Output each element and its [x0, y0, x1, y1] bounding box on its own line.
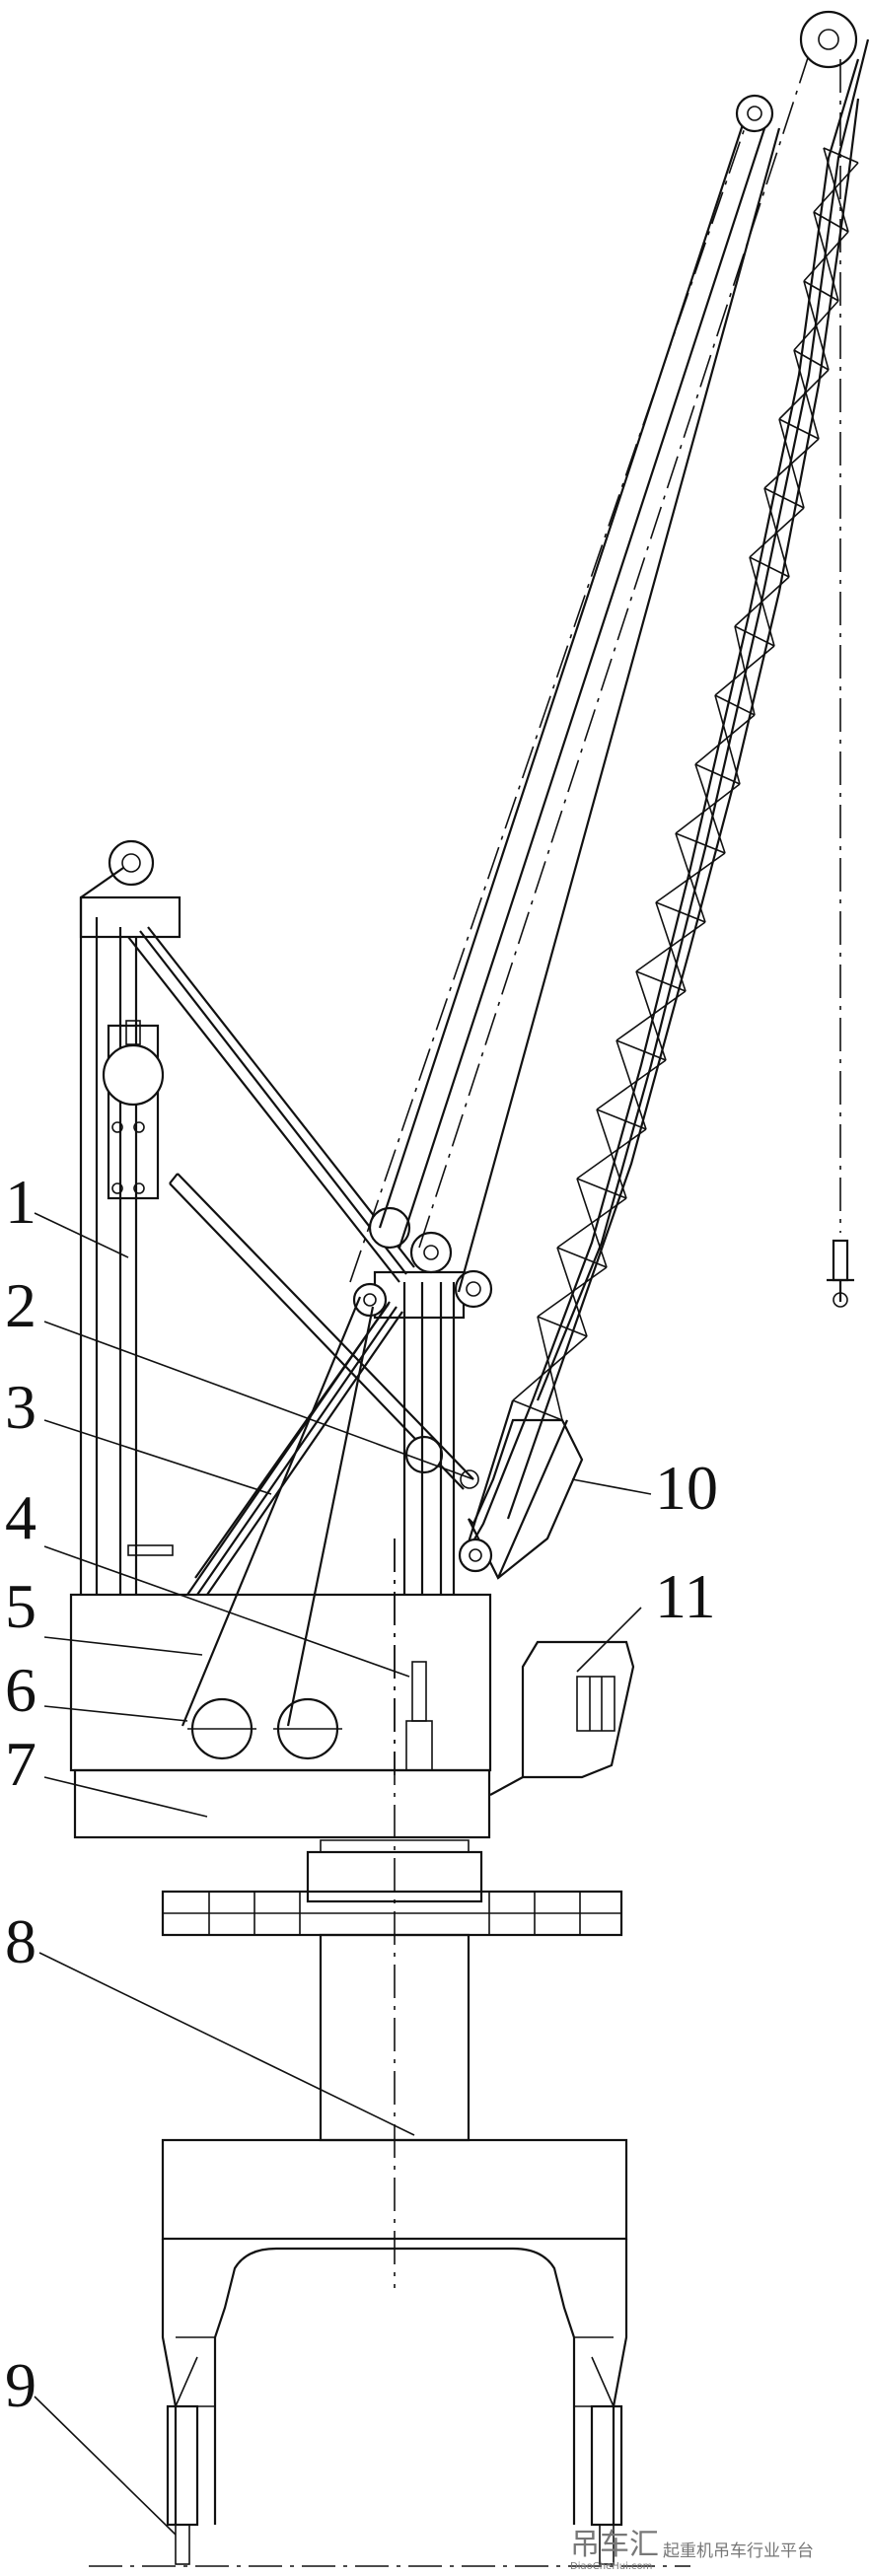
luffing-cylinder — [405, 1661, 433, 1771]
portal-leg-right — [590, 2404, 623, 2565]
label-9: 9 — [5, 2350, 36, 2420]
watermark-brand: 吊车汇 — [570, 2528, 659, 2562]
hook-block — [827, 1239, 854, 1308]
counterweight-block — [102, 1020, 165, 1200]
label-5: 5 — [5, 1571, 36, 1641]
label-2: 2 — [5, 1270, 36, 1340]
portal-leg-left — [166, 2404, 199, 2565]
label-4: 4 — [5, 1482, 36, 1552]
watermark: 吊车汇 DiaoCheHui.com 起重机吊车行业平台 — [570, 2528, 814, 2572]
machinery-house — [69, 1593, 492, 1772]
operator-cabin — [489, 1640, 635, 1796]
column — [161, 1839, 623, 2142]
label-3: 3 — [5, 1372, 36, 1442]
turntable-base — [73, 1768, 491, 1839]
a-frame-mast — [79, 839, 181, 1595]
main-strut — [181, 1296, 375, 1727]
watermark-domain: DiaoCheHui.com — [570, 2561, 652, 2572]
mast-strut — [127, 1301, 403, 1596]
boom-head-block — [352, 1206, 493, 1320]
leader-lines — [34, 1212, 652, 2536]
label-8: 8 — [5, 1906, 36, 1976]
label-7: 7 — [5, 1729, 36, 1799]
label-10: 10 — [655, 1453, 718, 1523]
tie-rod — [169, 1173, 479, 1490]
counterweight-lever — [127, 926, 415, 1283]
cabin-post — [402, 1282, 456, 1595]
label-6: 6 — [5, 1655, 36, 1725]
winch-drums — [187, 1697, 342, 1760]
watermark-tagline: 起重机吊车行业平台 — [663, 2541, 814, 2561]
lattice-jib — [458, 10, 869, 1580]
label-1: 1 — [5, 1167, 36, 1237]
label-11: 11 — [655, 1561, 716, 1631]
trunk-boom — [349, 24, 820, 1293]
